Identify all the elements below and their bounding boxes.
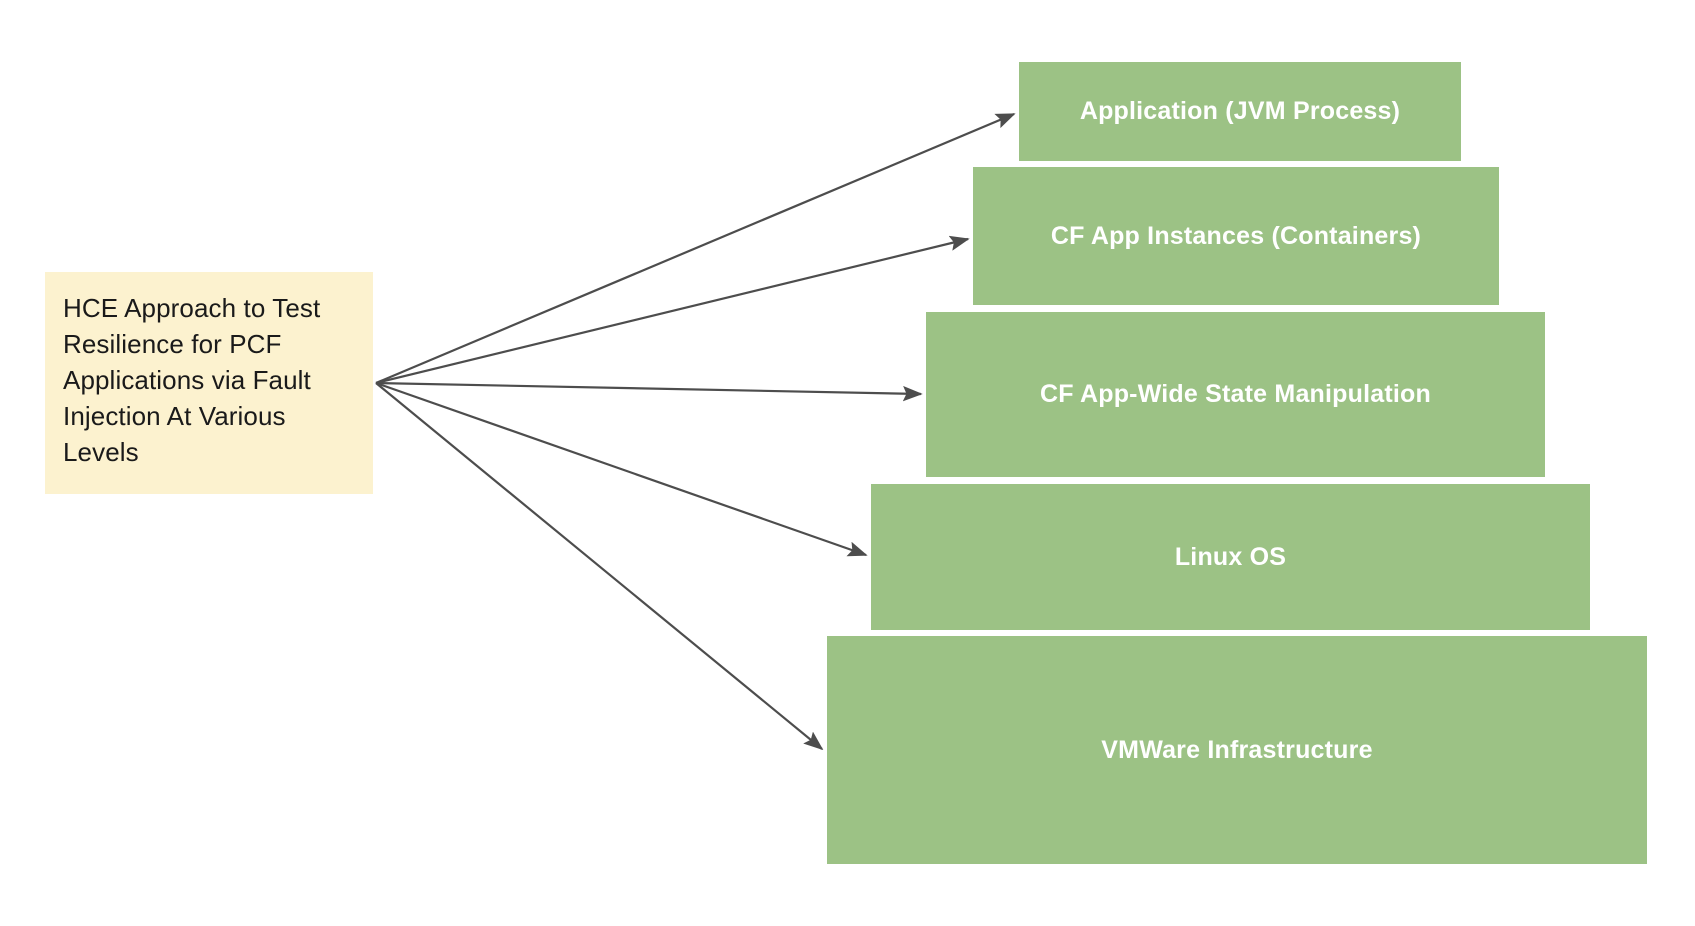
layer-box-cf-app-wide-state[interactable]: CF App-Wide State Manipulation — [925, 311, 1546, 478]
source-note-box: HCE Approach to Test Resilience for PCF … — [45, 272, 373, 494]
layer-label: VMWare Infrastructure — [1101, 735, 1373, 764]
layer-box-cf-app-instances[interactable]: CF App Instances (Containers) — [972, 166, 1500, 306]
layer-box-linux-os[interactable]: Linux OS — [870, 483, 1591, 631]
source-note-label: HCE Approach to Test Resilience for PCF … — [63, 293, 321, 467]
layer-box-application[interactable]: Application (JVM Process) — [1018, 61, 1462, 162]
layer-label: CF App-Wide State Manipulation — [1040, 380, 1431, 408]
layer-label: Linux OS — [1174, 542, 1287, 571]
arrow-to-cf-app-instances — [375, 235, 970, 385]
layer-box-vmware-infrastructure[interactable]: VMWare Infrastructure — [826, 635, 1648, 865]
arrow-to-cf-app-wide-state — [375, 381, 923, 402]
layer-label: CF App Instances (Containers) — [1050, 221, 1422, 250]
layer-label: Application (JVM Process) — [1079, 97, 1401, 125]
arrow-to-vmware-infrastructure — [375, 382, 824, 751]
arrow-to-linux-os — [375, 381, 868, 557]
arrow-to-application — [375, 112, 1016, 385]
